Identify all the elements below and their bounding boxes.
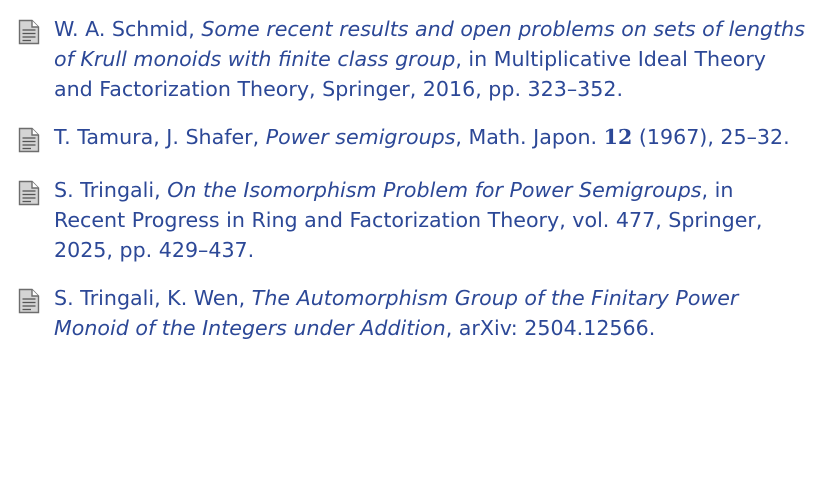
reference-item: W. A. Schmid, Some recent results and op… — [18, 14, 808, 104]
document-icon — [18, 19, 42, 49]
reference-details: , in Recent Progress in Ring and Factori… — [54, 178, 763, 262]
reference-text: S. Tringali, On the Isomorphism Problem … — [54, 178, 763, 262]
reference-item: S. Tringali, K. Wen, The Automorphism Gr… — [18, 283, 808, 343]
reference-item: T. Tamura, J. Shafer, Power semigroups, … — [18, 122, 808, 157]
reference-text: T. Tamura, J. Shafer, Power semigroups, … — [54, 125, 790, 149]
reference-journal: , Math. Japon. — [455, 125, 604, 149]
reference-authors: W. A. Schmid — [54, 17, 189, 41]
reference-authors: T. Tamura, J. Shafer — [54, 125, 253, 149]
reference-authors: S. Tringali — [54, 178, 155, 202]
bibliography-list: W. A. Schmid, Some recent results and op… — [18, 14, 808, 361]
reference-title: Some recent results and open problems on… — [54, 17, 805, 71]
reference-item: S. Tringali, On the Isomorphism Problem … — [18, 175, 808, 265]
reference-text: S. Tringali, K. Wen, The Automorphism Gr… — [54, 286, 739, 340]
reference-title: Power semigroups — [265, 125, 456, 149]
reference-text: W. A. Schmid, Some recent results and op… — [54, 17, 805, 101]
reference-title: On the Isomorphism Problem for Power Sem… — [167, 178, 702, 202]
document-icon — [18, 288, 42, 318]
reference-authors: S. Tringali, K. Wen — [54, 286, 239, 310]
reference-details: (1967), 25–32. — [632, 125, 790, 149]
reference-volume: 12 — [603, 125, 633, 149]
document-icon — [18, 180, 42, 210]
reference-details: , arXiv: 2504.12566. — [445, 316, 656, 340]
reference-details: , in Multiplicative Ideal Theory and Fac… — [54, 47, 766, 101]
reference-title: The Automorphism Group of the Finitary P… — [54, 286, 739, 340]
document-icon — [18, 127, 42, 157]
